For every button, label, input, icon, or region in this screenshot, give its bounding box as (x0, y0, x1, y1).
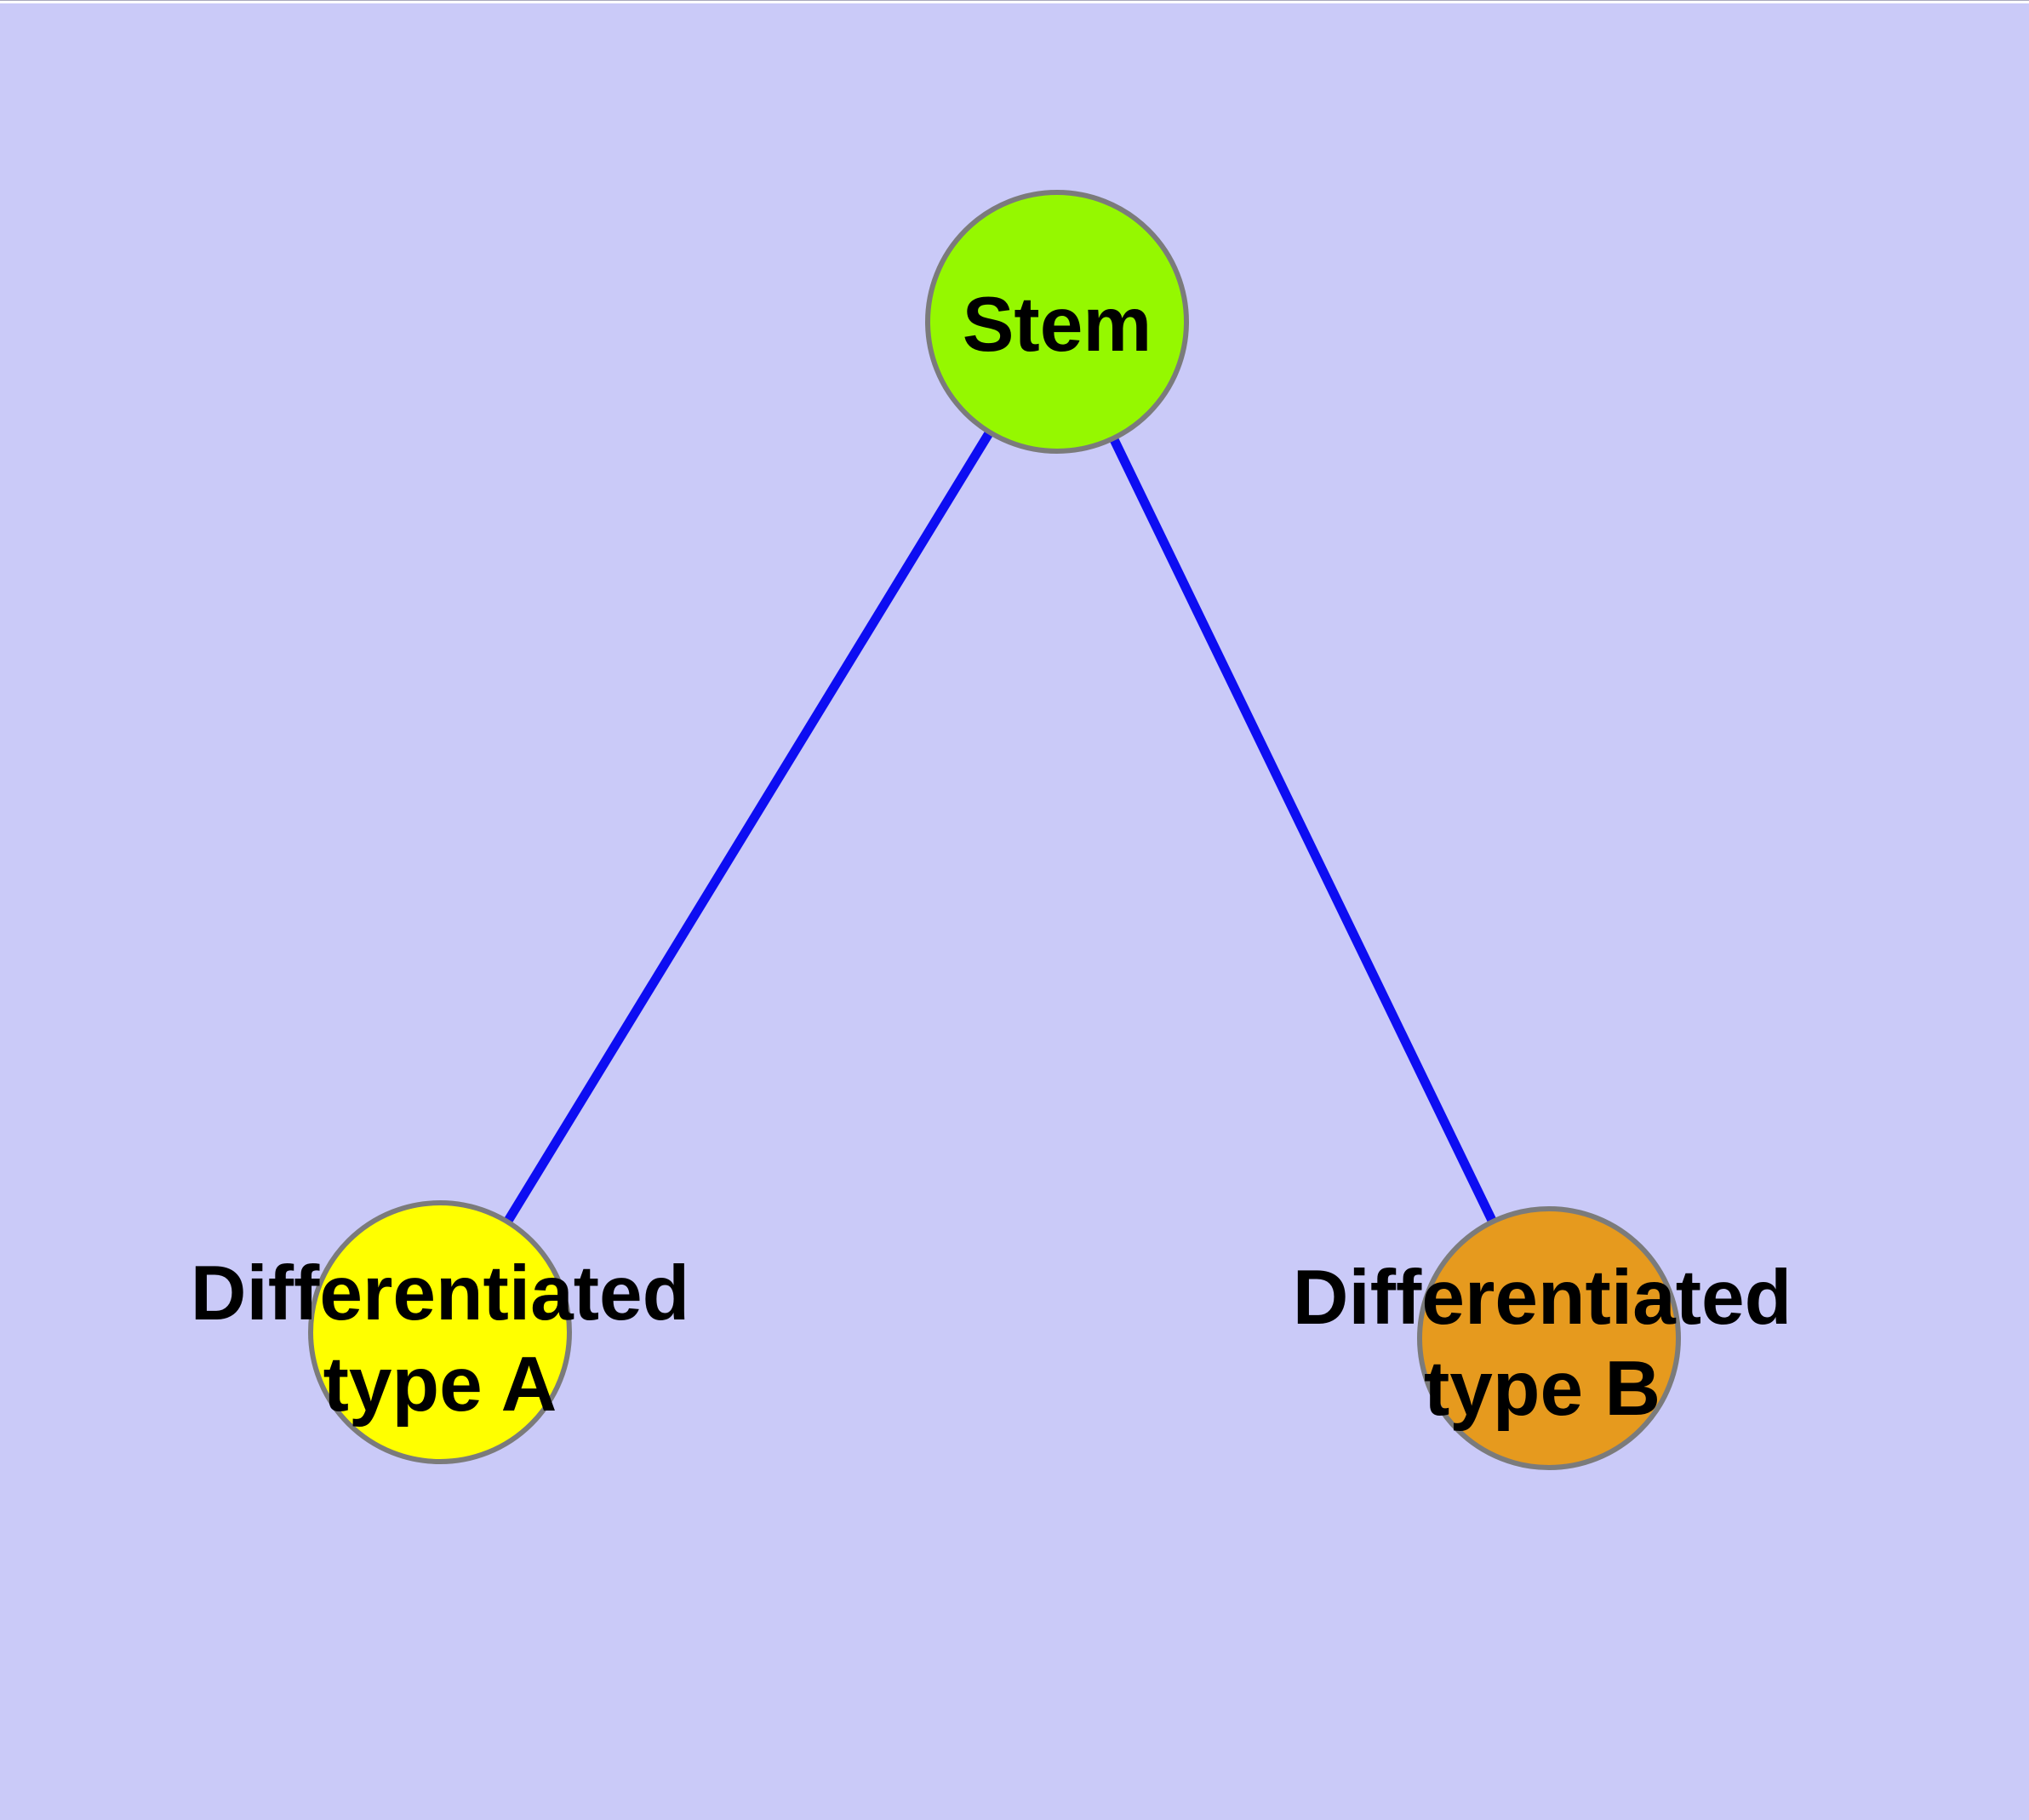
node-stem-circle (925, 190, 1189, 454)
node-stem: Stem (925, 190, 1189, 454)
edge-stem-to-type-b (1053, 319, 1553, 1341)
node-differentiated-type-a-circle (308, 1200, 572, 1464)
window-top-hairline (0, 0, 2029, 1)
node-differentiated-type-b-circle (1417, 1206, 1681, 1470)
node-differentiated-type-b-label-line2: type B (1424, 1346, 1660, 1432)
window-top-edge (0, 0, 2029, 3)
node-differentiated-type-b: Differentiated type B (1293, 1206, 1792, 1470)
node-differentiated-type-a-label-line1: Differentiated (191, 1251, 690, 1336)
node-stem-label: Stem (963, 282, 1152, 368)
edge-stem-to-type-a (436, 319, 1061, 1335)
node-differentiated-type-a-label-line2: type A (323, 1342, 557, 1428)
node-differentiated-type-b-label-line1: Differentiated (1293, 1255, 1792, 1341)
node-differentiated-type-a: Differentiated type A (191, 1200, 690, 1464)
edge-layer (436, 319, 1553, 1341)
